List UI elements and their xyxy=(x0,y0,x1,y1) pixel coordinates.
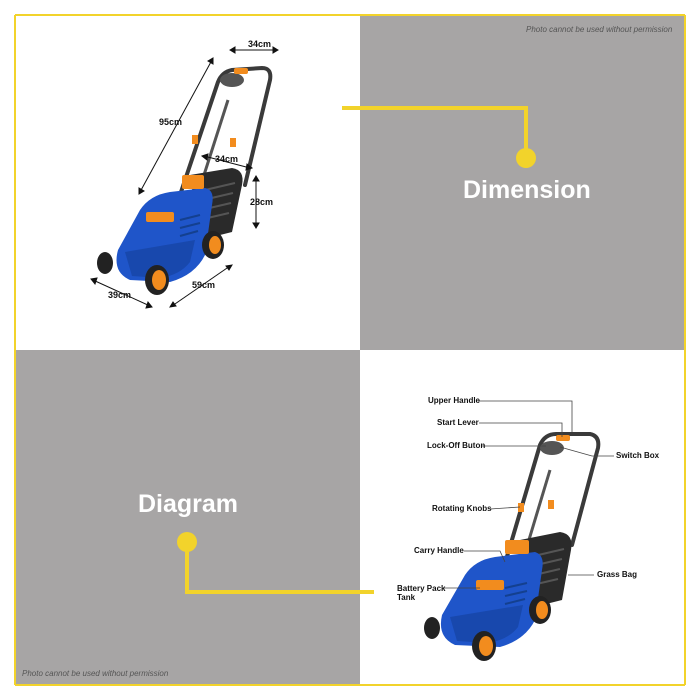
frame-bottom xyxy=(15,684,685,686)
dim-wheel-width: 39cm xyxy=(108,290,132,300)
watermark-top: Photo cannot be used without permission xyxy=(526,25,673,34)
dim-deck-width: 34cm xyxy=(215,154,239,164)
dim-length: 59cm xyxy=(192,280,216,290)
dim-bag-height: 28cm xyxy=(250,197,274,207)
part-battery-pack-line1: Battery Pack xyxy=(397,584,446,593)
part-rotating-knobs: Rotating Knobs xyxy=(432,504,492,513)
dimension-label-panel xyxy=(360,15,685,350)
dim-height: 95cm xyxy=(159,117,183,127)
part-start-lever: Start Lever xyxy=(437,418,479,427)
part-switch-box: Switch Box xyxy=(616,451,660,460)
diagram-heading: Diagram xyxy=(138,490,239,518)
dim-handle-width: 34cm xyxy=(248,39,272,49)
part-battery-pack: Battery Pack Tank xyxy=(397,584,445,602)
frame-top xyxy=(15,14,685,16)
part-upper-handle: Upper Handle xyxy=(428,396,481,405)
watermark-bottom: Photo cannot be used without permission xyxy=(22,669,169,678)
part-carry-handle: Carry Handle xyxy=(414,546,464,555)
frame-right xyxy=(684,15,686,685)
part-lock-off-button: Lock-Off Buton xyxy=(427,441,486,450)
part-battery-pack-line2: Tank xyxy=(397,593,416,602)
part-grass-bag: Grass Bag xyxy=(597,570,638,579)
diagram-label-panel xyxy=(15,350,360,685)
frame-left xyxy=(14,15,16,685)
dimension-heading: Dimension xyxy=(463,176,591,204)
